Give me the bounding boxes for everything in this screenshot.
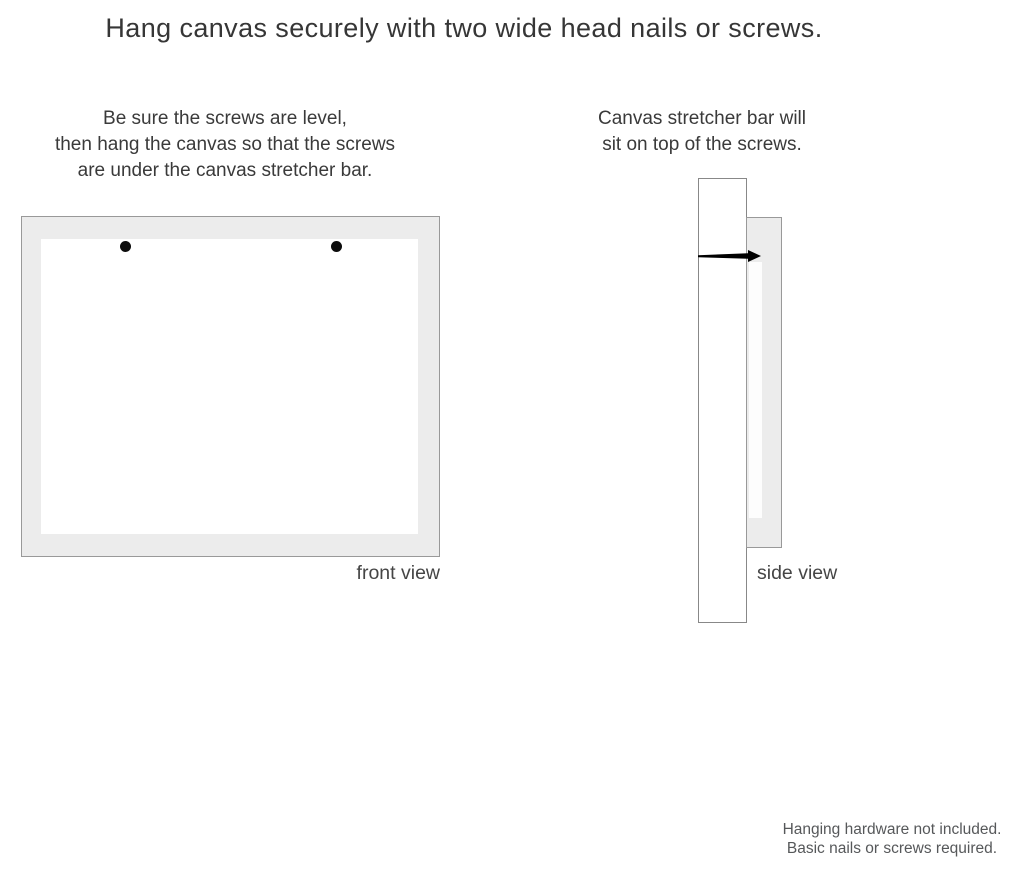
- instruction-line: Be sure the screws are level,: [103, 108, 347, 129]
- front-view-canvas-frame: [21, 216, 440, 557]
- footnote: Hanging hardware not included. Basic nai…: [742, 820, 1024, 858]
- side-view-instructions: Canvas stretcher bar will sit on top of …: [572, 106, 832, 158]
- side-view-canvas-inner-face: [749, 262, 762, 518]
- instruction-line: Canvas stretcher bar will: [597, 108, 807, 129]
- instruction-line: then hang the canvas so that the screws: [54, 134, 396, 155]
- front-view-label: front view: [356, 562, 440, 584]
- instruction-line: are under the canvas stretcher bar.: [77, 160, 373, 181]
- footnote-line: Basic nails or screws required.: [786, 840, 998, 857]
- front-view-canvas-face: [41, 239, 418, 534]
- side-view-wall-bar: [698, 178, 747, 623]
- side-view-canvas-profile: [746, 217, 782, 548]
- page-title: Hang canvas securely with two wide head …: [105, 13, 823, 43]
- footnote-line: Hanging hardware not included.: [782, 821, 1002, 838]
- nail-icon: [698, 250, 761, 262]
- side-view-label: side view: [757, 562, 838, 584]
- instruction-line: sit on top of the screws.: [602, 134, 802, 155]
- front-view-instructions: Be sure the screws are level, then hang …: [25, 106, 425, 184]
- screw-dot-right-icon: [331, 241, 342, 252]
- screw-dot-left-icon: [120, 241, 131, 252]
